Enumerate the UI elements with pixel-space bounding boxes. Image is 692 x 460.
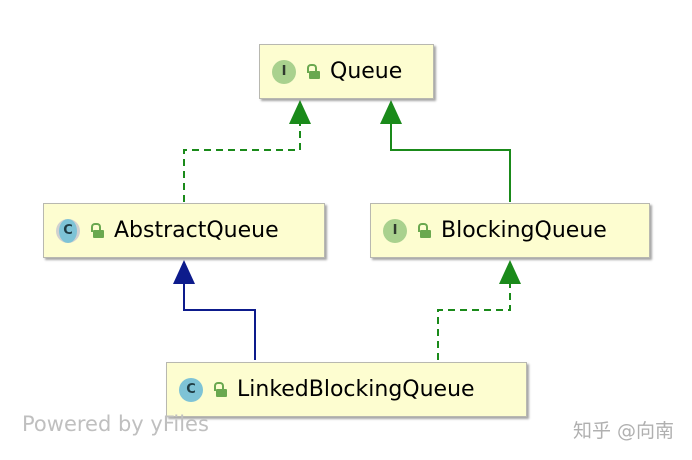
powered-by-text: Powered by yFiles (22, 412, 209, 436)
unlock-icon (213, 381, 227, 398)
node-blocking-queue[interactable]: I BlockingQueue (370, 203, 650, 258)
interface-icon: I (272, 59, 296, 84)
unlock-icon (90, 222, 104, 239)
node-label: LinkedBlockingQueue (237, 377, 475, 402)
edge-abstractqueue-to-queue-arrowhead (289, 100, 311, 124)
abstract-class-icon: C (56, 218, 80, 243)
edge-blockingqueue-to-queue-arrowhead (380, 100, 402, 124)
edge-linkedblockingqueue-to-abstractqueue (183, 282, 256, 360)
node-linked-blocking-queue[interactable]: C LinkedBlockingQueue (166, 362, 527, 417)
unlock-icon (417, 222, 431, 239)
node-label: Queue (330, 59, 403, 84)
watermark-text: 知乎 @向南 (572, 420, 674, 442)
edge-linkedblockingqueue-to-abstractqueue-arrowhead (173, 260, 195, 284)
node-label: AbstractQueue (114, 218, 279, 243)
node-abstract-queue[interactable]: C AbstractQueue (43, 203, 325, 258)
node-queue[interactable]: I Queue (259, 44, 434, 99)
edge-linkedblockingqueue-to-blockingqueue (437, 282, 511, 360)
node-label: BlockingQueue (441, 218, 607, 243)
edge-abstractqueue-to-queue (183, 122, 301, 202)
edge-blockingqueue-to-queue (390, 122, 511, 202)
unlock-icon (306, 63, 320, 80)
interface-icon: I (383, 218, 407, 243)
edge-linkedblockingqueue-to-blockingqueue-arrowhead (499, 260, 521, 284)
class-icon: C (179, 377, 203, 402)
